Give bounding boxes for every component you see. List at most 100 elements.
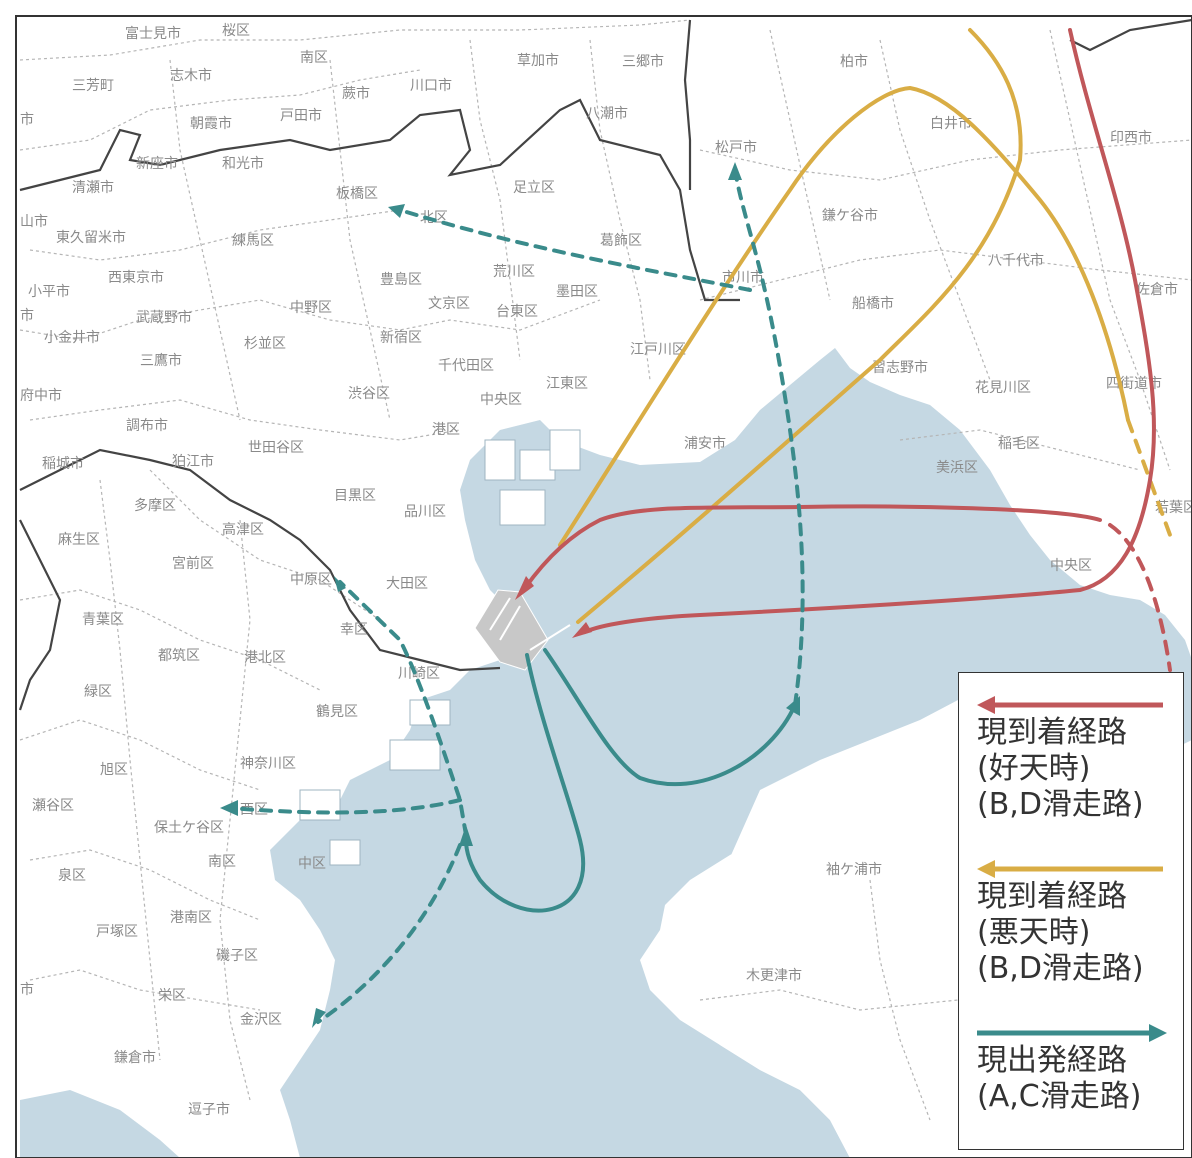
place-label: 志木市	[170, 67, 212, 84]
place-label: 小金井市	[44, 329, 100, 346]
place-label: 新宿区	[380, 329, 422, 346]
place-label: 葛飾区	[600, 233, 642, 249]
haneda-airport	[474, 589, 549, 671]
arrival-route-good-weather	[523, 28, 1172, 672]
place-label: 花見川区	[975, 380, 1031, 396]
place-label: 鶴見区	[316, 703, 358, 720]
place-label: 戸塚区	[96, 924, 138, 940]
place-label: 西東京市	[108, 269, 164, 286]
place-label: 狛江市	[172, 453, 214, 470]
tokyo-bay	[270, 348, 1192, 1158]
place-label: 新座市	[136, 155, 178, 172]
place-labels: 富士見市 桜区 南区 草加市 三郷市 柏市 三芳町 志木市 蕨市 川口市 朝霞市…	[20, 23, 1192, 1118]
place-label: 袖ケ浦市	[826, 861, 882, 878]
place-label: 南区	[300, 50, 328, 66]
legend-item-departure: 現出発経路 (A,C滑走路)	[977, 1023, 1177, 1115]
legend-item-arrival-good: 現到着経路 (好天時) (B,D滑走路)	[977, 695, 1177, 823]
departure-routes	[228, 168, 805, 1024]
place-label: 柏市	[840, 53, 868, 70]
place-label: 荒川区	[493, 264, 535, 280]
route-arrowheads	[220, 162, 800, 1028]
place-label: 宮前区	[172, 555, 214, 572]
place-label: 若葉区	[1155, 500, 1192, 516]
runways	[489, 597, 571, 651]
place-label: 旭区	[100, 762, 128, 778]
place-label: 川崎区	[398, 666, 440, 682]
place-label: 桜区	[222, 23, 250, 39]
ward-boundaries	[19, 19, 1192, 1121]
arrowhead	[786, 696, 800, 716]
place-label: 保土ケ谷区	[154, 820, 224, 836]
place-label: 緑区	[84, 684, 112, 700]
place-label: 佐倉市	[1136, 281, 1178, 298]
red-arrow-icon	[977, 696, 1163, 714]
arrowhead	[334, 576, 346, 592]
place-label: 小平市	[28, 283, 70, 300]
place-label: 中原区	[290, 572, 332, 588]
prefecture-boundaries	[18, 18, 1192, 711]
arrowhead	[572, 622, 592, 638]
place-label: 神奈川区	[240, 756, 296, 772]
place-label: 品川区	[404, 504, 446, 520]
place-label: 麻生区	[58, 532, 100, 548]
place-label: 印西市	[1110, 129, 1152, 146]
land-bottom-right	[680, 700, 958, 1158]
place-label: 渋谷区	[348, 386, 390, 402]
place-label: 北区	[420, 210, 448, 226]
legend-label: 現到着経路 (好天時) (B,D滑走路)	[977, 715, 1144, 822]
place-label: 千代田区	[438, 358, 494, 374]
place-label: 山市	[20, 213, 48, 230]
place-label: 江戸川区	[630, 342, 686, 358]
legend: 現到着経路 (好天時) (B,D滑走路) 現到着経路 (悪天時) (B,D滑走路…	[958, 672, 1184, 1150]
place-label: 川口市	[410, 77, 452, 94]
legend-item-arrival-bad: 現到着経路 (悪天時) (B,D滑走路)	[977, 859, 1177, 987]
place-label: 船橋市	[852, 295, 894, 312]
place-label: 都筑区	[158, 648, 200, 664]
place-label: 鎌倉市	[114, 1049, 156, 1066]
legend-label: 現出発経路 (A,C滑走路)	[977, 1043, 1142, 1114]
place-label: 習志野市	[872, 359, 928, 376]
place-label: 松戸市	[715, 139, 757, 156]
arrowhead	[220, 800, 238, 816]
place-label: 墨田区	[556, 284, 598, 300]
place-label: 三芳町	[72, 77, 114, 94]
place-label: 武蔵野市	[136, 309, 192, 326]
place-label: 朝霞市	[190, 115, 232, 132]
place-label: 中央区	[480, 392, 522, 408]
place-label: 青葉区	[82, 612, 124, 628]
place-label: 足立区	[513, 180, 555, 196]
place-label: 幸区	[340, 622, 368, 638]
place-label: 浦安市	[684, 435, 726, 452]
place-label: 泉区	[58, 867, 86, 884]
place-label: 文京区	[428, 296, 470, 312]
arrowhead	[388, 204, 405, 218]
place-label: 金沢区	[240, 1012, 282, 1028]
place-label: 中野区	[290, 300, 332, 316]
place-label: 港北区	[244, 650, 286, 666]
place-label: 目黒区	[334, 488, 376, 504]
place-label: 稲城市	[42, 455, 84, 472]
place-label: 三鷹市	[140, 352, 182, 369]
arrival-route-bad-weather	[558, 28, 1172, 624]
place-label: 市	[20, 307, 34, 324]
place-label: 府中市	[20, 387, 62, 404]
place-label: 練馬区	[232, 233, 274, 249]
legend-label: 現到着経路 (悪天時) (B,D滑走路)	[977, 879, 1144, 986]
place-label: 世田谷区	[248, 440, 304, 456]
place-label: 木更津市	[746, 967, 802, 984]
place-label: 三郷市	[622, 53, 664, 70]
place-label: 中央区	[1050, 558, 1092, 574]
place-label: 多摩区	[134, 497, 176, 514]
teal-arrow-icon	[977, 1024, 1167, 1042]
place-label: 南区	[208, 854, 236, 870]
place-label: 港区	[432, 422, 460, 438]
place-label: 逗子市	[188, 1101, 230, 1118]
place-label: 江東区	[546, 376, 588, 392]
place-label: 東久留米市	[56, 229, 126, 246]
arrowhead	[459, 825, 473, 846]
place-label: 和光市	[222, 155, 264, 172]
place-label: 市	[20, 981, 34, 998]
sea-southwest	[20, 1090, 180, 1158]
place-label: 蕨市	[342, 85, 370, 102]
